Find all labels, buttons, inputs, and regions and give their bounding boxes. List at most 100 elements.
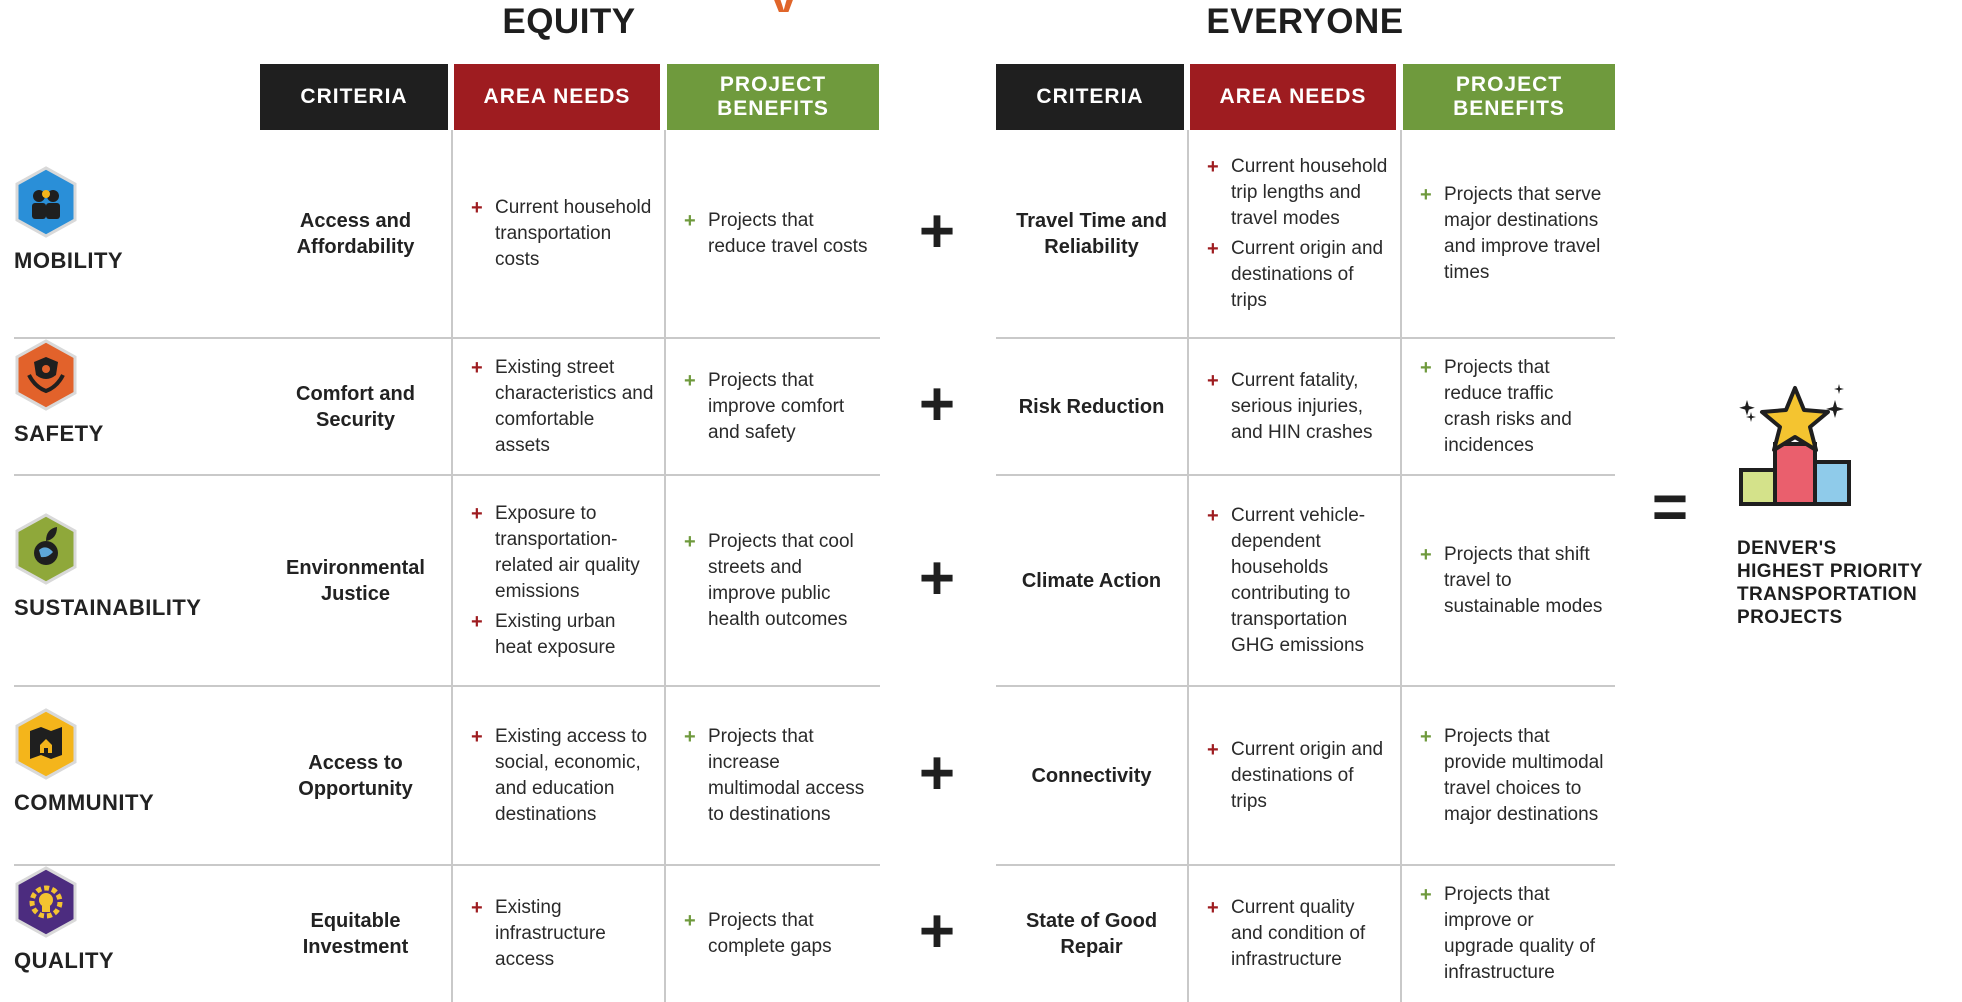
need-bullet: Current quality and condition of infrast… [1203, 895, 1390, 973]
benefit-bullet: Projects that cool streets and improve p… [680, 529, 870, 633]
result-label-line: PROJECTS [1737, 607, 1843, 628]
benefit-bullet: Projects that improve or upgrade quality… [1416, 882, 1605, 986]
row-divider [996, 337, 1615, 339]
need-bullet: Current household trip lengths and trave… [1203, 154, 1390, 232]
equity-criteria-cell: Equitable Investment [302, 909, 409, 958]
equity-criteria-cell: Environmental Justice [286, 556, 425, 605]
equity-area-needs-cell: Exposure to transportation-related air q… [453, 475, 664, 686]
benefit-bullet: Projects that reduce traffic crash risks… [1416, 355, 1605, 459]
people-icon [15, 166, 77, 238]
everyone-criteria-cell: Climate Action [1021, 569, 1162, 592]
everyone-area-needs-cell: Current fatality, serious injuries, and … [1189, 338, 1400, 475]
cut-off-title-fragment: y [770, 0, 890, 12]
everyone-project-benefits-cell: Projects that serve major destinations a… [1402, 130, 1615, 338]
row-divider [996, 474, 1615, 476]
gear-lightbulb-icon [15, 865, 77, 938]
equity-section-title: EQUITY [502, 2, 636, 41]
hands-shield-icon [15, 338, 77, 411]
equity-criteria-cell: Comfort and Security [296, 382, 415, 431]
everyone-area-needs-cell: Current quality and condition of infrast… [1189, 865, 1400, 1002]
need-bullet: Current fatality, serious injuries, and … [1203, 368, 1390, 446]
everyone-area-needs-header: AREA NEEDS [1190, 64, 1396, 130]
header-text: AREA NEEDS [483, 85, 631, 108]
header-line: BENEFITS [717, 97, 829, 120]
need-bullet: Existing access to social, economic, and… [467, 724, 654, 828]
header-text: CRITERIA [1036, 85, 1144, 108]
header-line: BENEFITS [1453, 97, 1565, 120]
row-divider [14, 474, 880, 476]
equity-area-needs-cell: Existing street characteristics and comf… [453, 338, 664, 475]
result-label: DENVER'S HIGHEST PRIORITY TRANSPORTATION… [1737, 537, 1957, 629]
equity-area-needs-cell: Existing access to social, economic, and… [453, 686, 664, 865]
header-text: CRITERIA [300, 85, 408, 108]
column-divider [1400, 130, 1402, 1002]
plus-sign: + [918, 197, 956, 266]
result-label-line: TRANSPORTATION [1737, 584, 1918, 605]
equity-project-benefits-cell: Projects that complete gaps [666, 865, 880, 1002]
row-divider [14, 864, 880, 866]
need-bullet: Existing urban heat exposure [467, 609, 654, 661]
result-label-line: DENVER'S [1737, 538, 1837, 559]
equity-criteria-cell: Access and Affordability [296, 210, 415, 258]
need-bullet: Current household transportation costs [467, 195, 654, 273]
everyone-project-benefits-cell: Projects that improve or upgrade quality… [1402, 865, 1615, 1002]
plus-sign: + [918, 738, 956, 808]
equals-sign: = [1651, 473, 1689, 542]
equity-area-needs-cell: Existing infrastructure access [453, 865, 664, 1002]
need-bullet: Current vehicle-dependent households con… [1203, 503, 1390, 659]
everyone-criteria-cell: State of Good Repair [1025, 909, 1158, 958]
everyone-section-title: EVERYONE [1206, 2, 1404, 41]
benefit-bullet: Projects that increase multimodal access… [680, 724, 870, 828]
header-line: PROJECT [719, 73, 827, 96]
category-label: MOBILITY [14, 248, 124, 273]
everyone-criteria-header: CRITERIA [996, 64, 1184, 130]
category-label: SUSTAINABILITY [14, 594, 202, 620]
row-divider [996, 864, 1615, 866]
result-label-line: HIGHEST PRIORITY [1737, 561, 1923, 582]
map-home-icon [15, 707, 77, 780]
benefit-bullet: Projects that reduce travel costs [680, 208, 870, 260]
need-bullet: Current origin and destinations of trips [1203, 236, 1390, 314]
everyone-criteria-cell: Risk Reduction [1018, 395, 1165, 418]
everyone-project-benefits-cell: Projects that shift travel to sustainabl… [1402, 475, 1615, 686]
equity-area-needs-header: AREA NEEDS [454, 64, 660, 130]
everyone-area-needs-cell: Current origin and destinations of trips [1189, 686, 1400, 865]
equity-project-benefits-cell: Projects that reduce travel costs [666, 130, 880, 338]
everyone-project-benefits-cell: Projects that provide multimodal travel … [1402, 686, 1615, 865]
equity-criteria-cell: Access to Opportunity [298, 751, 413, 800]
category-label: SAFETY [14, 420, 104, 446]
row-divider [996, 685, 1615, 687]
benefit-bullet: Projects that serve major destinations a… [1416, 182, 1605, 286]
column-divider [664, 130, 666, 1002]
need-bullet: Existing infrastructure access [467, 895, 654, 973]
equity-project-benefits-cell: Projects that improve comfort and safety [666, 338, 880, 475]
header-text: AREA NEEDS [1219, 85, 1367, 108]
plus-sign: + [918, 543, 956, 613]
need-bullet: Current origin and destinations of trips [1203, 737, 1390, 815]
everyone-area-needs-cell: Current household trip lengths and trave… [1189, 130, 1400, 338]
need-bullet: Existing street characteristics and comf… [467, 355, 654, 459]
globe-leaf-icon [15, 512, 77, 585]
everyone-area-needs-cell: Current vehicle-dependent households con… [1189, 475, 1400, 686]
plus-sign: + [918, 369, 956, 439]
equity-project-benefits-cell: Projects that cool streets and improve p… [666, 475, 880, 686]
everyone-project-benefits-cell: Projects that reduce traffic crash risks… [1402, 338, 1615, 475]
benefit-bullet: Projects that complete gaps [680, 908, 870, 960]
column-divider [451, 130, 453, 1002]
category-label: COMMUNITY [14, 789, 155, 815]
benefit-bullet: Projects that improve comfort and safety [680, 368, 870, 446]
category-label: QUALITY [14, 947, 115, 973]
everyone-criteria-cell: Travel Time and Reliability [1016, 210, 1167, 258]
row-divider [14, 337, 880, 339]
row-divider [14, 685, 880, 687]
equity-criteria-header: CRITERIA [260, 64, 448, 130]
need-bullet: Exposure to transportation-related air q… [467, 501, 654, 605]
benefit-bullet: Projects that provide multimodal travel … [1416, 724, 1605, 828]
equity-project-benefits-cell: Projects that increase multimodal access… [666, 686, 880, 865]
column-divider [1187, 130, 1189, 1002]
benefit-bullet: Projects that shift travel to sustainabl… [1416, 542, 1605, 620]
